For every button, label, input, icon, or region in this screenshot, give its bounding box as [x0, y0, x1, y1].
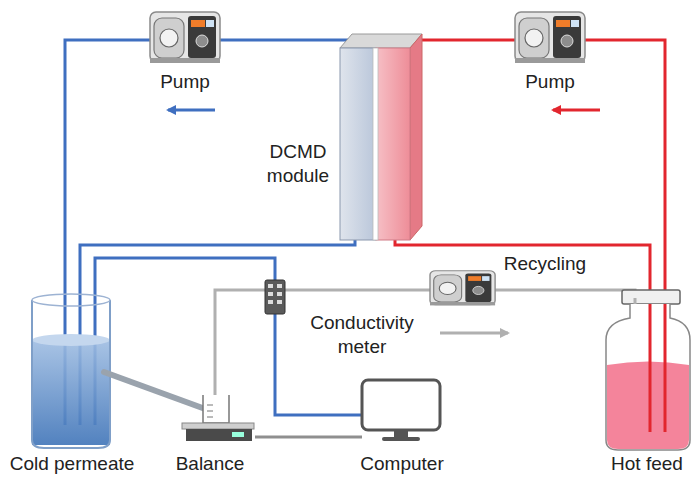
recycling-label: Recycling [497, 252, 593, 276]
module-label: DCMD module [259, 140, 337, 188]
pump-label: Pump [150, 70, 220, 94]
balance-label: Balance [170, 452, 250, 476]
computer-label: Computer [354, 452, 450, 476]
feed-label: Hot feed [602, 452, 692, 476]
pump-label: Pump [515, 70, 585, 94]
meter-label: Conductivity meter [299, 311, 425, 359]
beaker-label: Cold permeate [2, 452, 142, 476]
